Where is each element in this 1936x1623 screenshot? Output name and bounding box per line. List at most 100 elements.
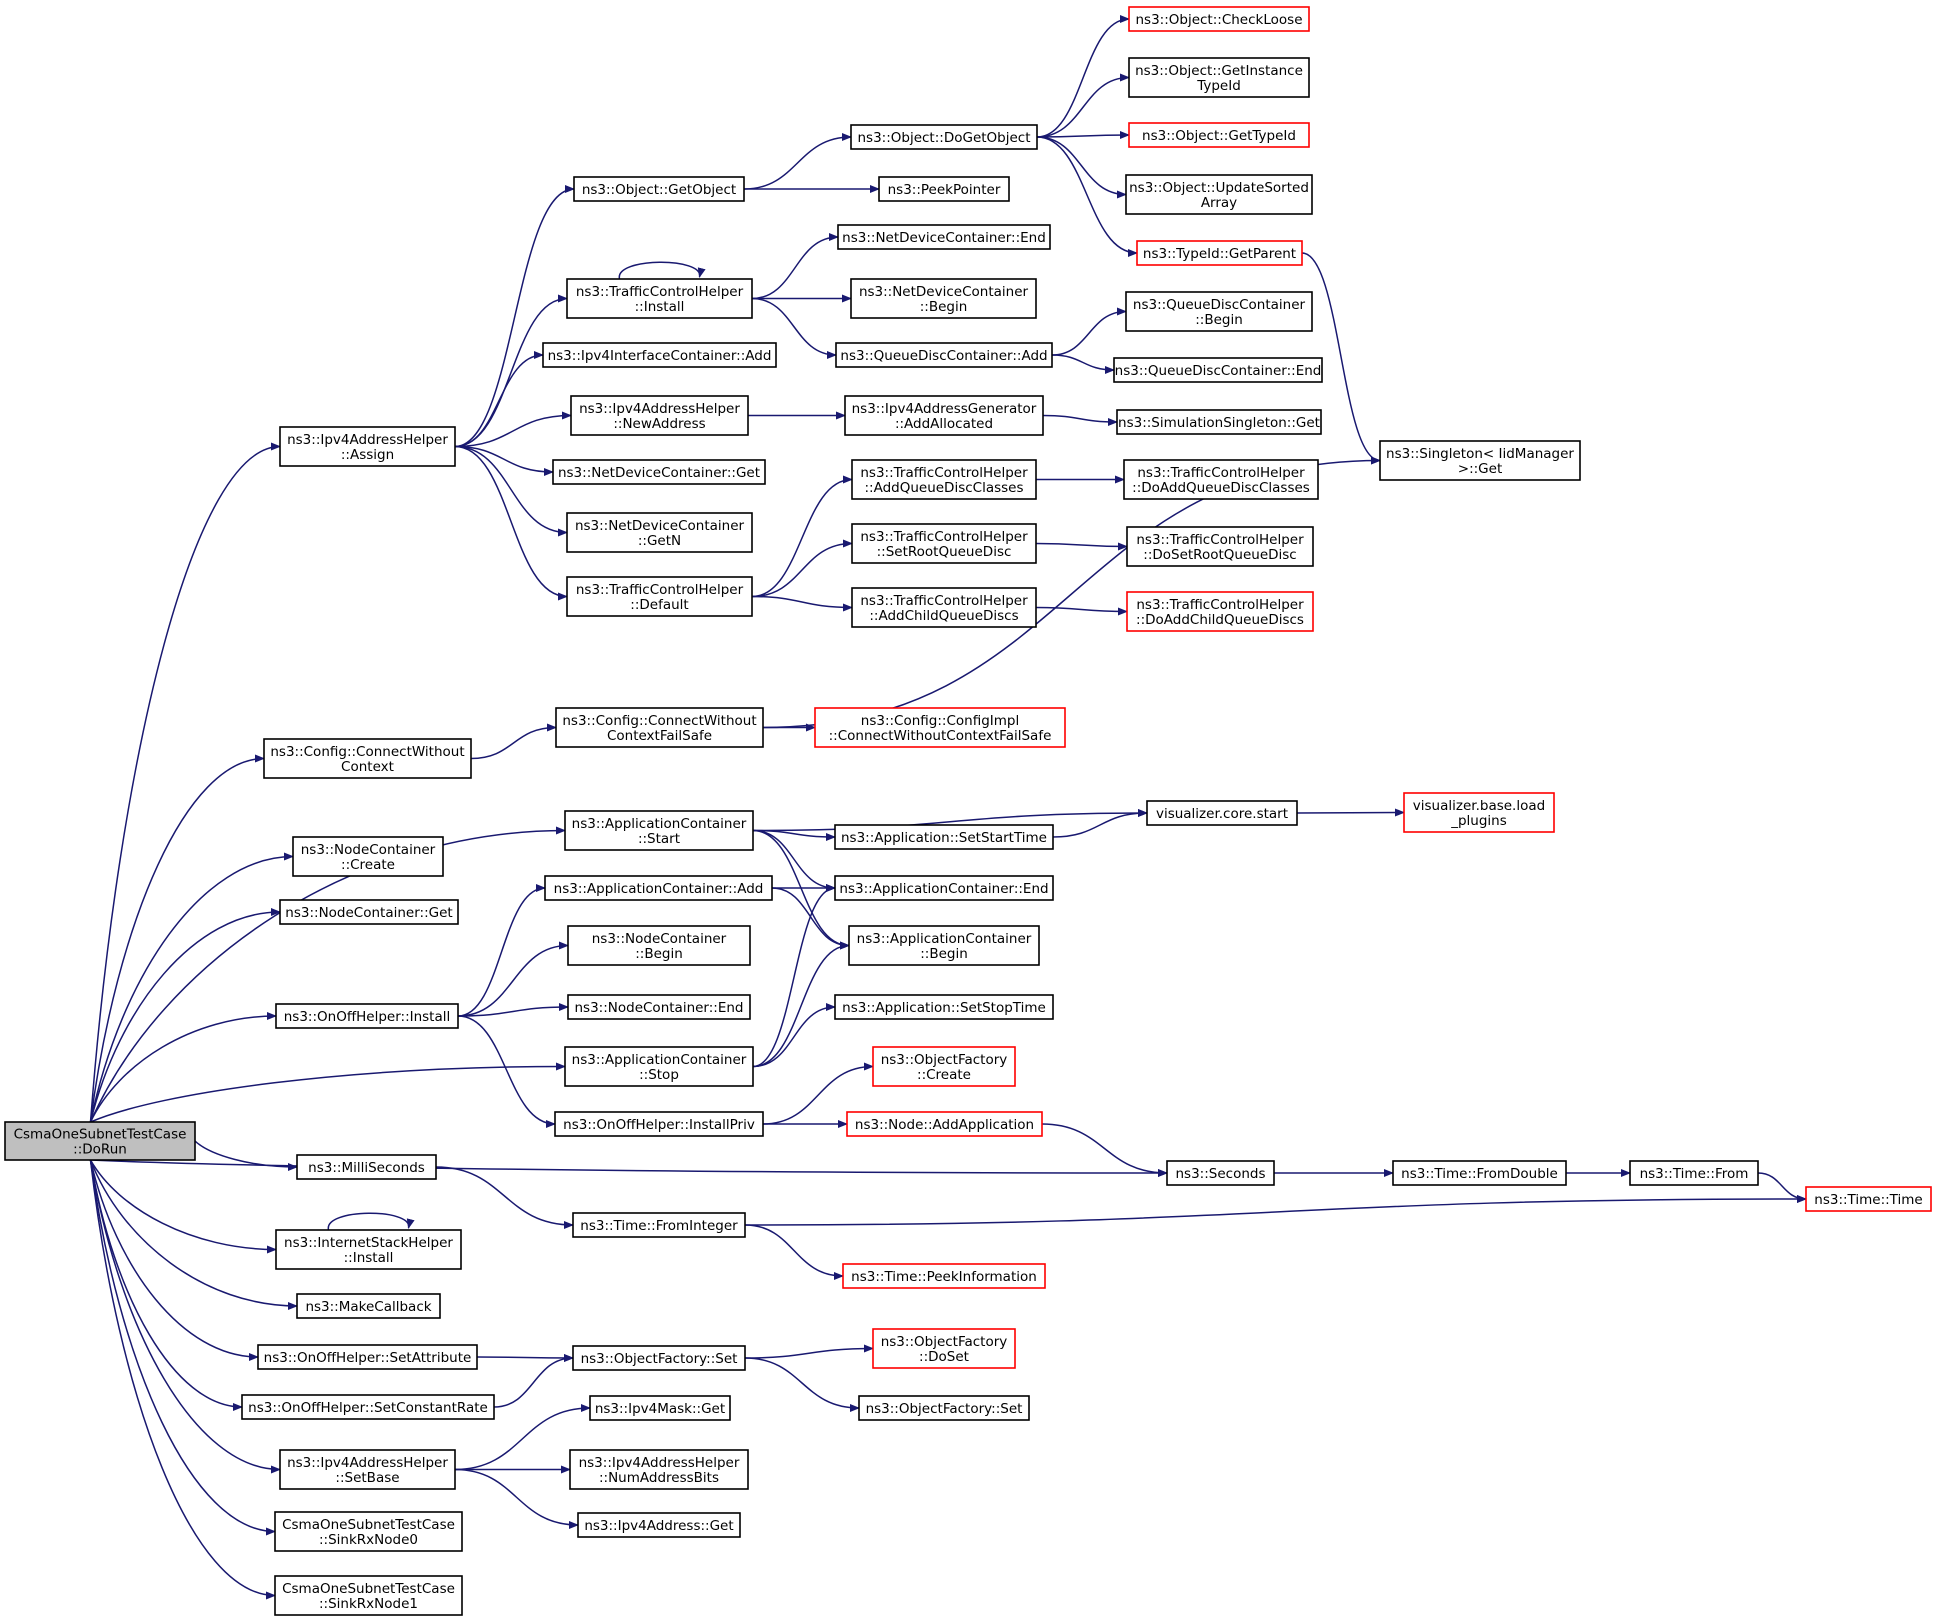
node-label-line: CsmaOneSubnetTestCase [282,1581,455,1597]
node-box [279,899,459,925]
node-onoff-install[interactable]: ns3::OnOffHelper::Install [275,1003,459,1029]
node-objfactory-doset[interactable]: ns3::ObjectFactory::DoSet [872,1328,1016,1369]
node-singleton-get[interactable]: ns3::Singleton< IidManager >::Get [1379,440,1581,481]
node-ish-install[interactable]: ns3::InternetStackHelper::Install [275,1229,462,1270]
node-object-getobject[interactable]: ns3::Object::GetObject [573,176,745,202]
node-ac-start[interactable]: ns3::ApplicationContainer::Start [564,810,754,851]
node-ipv4address-get[interactable]: ns3::Ipv4Address::Get [577,1512,741,1538]
node-time-peekinfo[interactable]: ns3::Time::PeekInformation [842,1263,1046,1289]
node-box [834,875,1054,901]
node-objfactory-create[interactable]: ns3::ObjectFactory::Create [872,1046,1016,1087]
node-ac-end[interactable]: ns3::ApplicationContainer::End [834,875,1054,901]
node-vis-core-start[interactable]: visualizer.core.start [1146,800,1298,826]
node-qdc-add[interactable]: ns3::QueueDiscContainer::Add [835,342,1053,368]
node-typeid-getparent[interactable]: ns3::TypeId::GetParent [1136,240,1303,266]
node-label-line: _plugins [1450,813,1507,829]
node-box [844,395,1044,436]
edge-objfactory_set-to-objfactory_doset [744,1344,874,1359]
node-label-line: ::Stop [639,1067,679,1083]
edge-tch_addchild-to-tch_doaddchild [1035,606,1128,616]
edge-root-to-seconds [90,1159,1168,1177]
node-sink0[interactable]: CsmaOneSubnetTestCase::SinkRxNode0 [274,1511,463,1552]
node-ndc-end[interactable]: ns3::NetDeviceContainer::End [837,224,1051,250]
node-ipv4mask-get[interactable]: ns3::Ipv4Mask::Get [589,1395,731,1421]
node-connect-without-context[interactable]: ns3::Config::ConnectWithoutContext [263,738,472,779]
node-ipv4-newaddress[interactable]: ns3::Ipv4AddressHelper::NewAddress [570,395,749,436]
node-onoff-setrate[interactable]: ns3::OnOffHelper::SetConstantRate [241,1394,495,1420]
node-configimpl-connect[interactable]: ns3::Config::ConfigImpl::ConnectWithoutC… [814,707,1066,748]
node-qdc-begin[interactable]: ns3::QueueDiscContainer::Begin [1125,291,1313,332]
node-label-line: ns3::ApplicationContainer::End [839,881,1048,897]
node-tch-doaddchild[interactable]: ns3::TrafficControlHelper::DoAddChildQue… [1126,591,1314,632]
edge-root-to-make_callback [89,1159,298,1310]
node-label-line: ns3::InternetStackHelper [284,1235,453,1251]
node-box [542,342,777,368]
node-box [567,994,751,1020]
node-peekpointer[interactable]: ns3::PeekPointer [878,176,1010,202]
node-time-frominteger[interactable]: ns3::Time::FromInteger [572,1212,746,1238]
node-objfactory-set2[interactable]: ns3::ObjectFactory::Set [858,1395,1030,1421]
node-tch-addchild[interactable]: ns3::TrafficControlHelper::AddChildQueue… [851,587,1037,628]
node-label-line: ns3::TrafficControlHelper [860,529,1028,545]
node-onoff-installpriv[interactable]: ns3::OnOffHelper::InstallPriv [554,1111,764,1137]
node-ndc-begin[interactable]: ns3::NetDeviceContainer::Begin [850,278,1037,319]
node-app-setstarttime[interactable]: ns3::Application::SetStartTime [834,824,1054,850]
node-ndc-getn[interactable]: ns3::NetDeviceContainer::GetN [566,512,753,553]
node-connect-failsafe[interactable]: ns3::Config::ConnectWithoutContextFailSa… [555,707,764,748]
node-box [279,1449,456,1490]
node-box [837,224,1051,250]
node-tch-dosetroot[interactable]: ns3::TrafficControlHelper::DoSetRootQueu… [1126,526,1314,567]
node-time-fromdouble[interactable]: ns3::Time::FromDouble [1392,1160,1567,1186]
node-ndc-get[interactable]: ns3::NetDeviceContainer::Get [552,459,766,485]
node-box [1136,240,1303,266]
node-label-line: ns3::Node::AddApplication [855,1117,1034,1133]
node-node-addapp[interactable]: ns3::Node::AddApplication [846,1111,1043,1137]
node-time-time[interactable]: ns3::Time::Time [1805,1186,1932,1212]
node-ipv4-numaddressbits[interactable]: ns3::Ipv4AddressHelper::NumAddressBits [569,1449,749,1490]
node-box [878,176,1010,202]
node-ipv4gen-addallocated[interactable]: ns3::Ipv4AddressGenerator::AddAllocated [844,395,1044,436]
node-object-gettypeid[interactable]: ns3::Object::GetTypeId [1128,122,1310,148]
node-label-line: ns3::Time::FromInteger [580,1218,738,1234]
node-seconds[interactable]: ns3::Seconds [1166,1160,1275,1186]
node-make-callback[interactable]: ns3::MakeCallback [296,1293,441,1319]
node-nc-create[interactable]: ns3::NodeContainer::Create [292,836,444,877]
node-nc-end[interactable]: ns3::NodeContainer::End [567,994,751,1020]
node-label-line: ns3::Config::ConfigImpl [861,713,1019,729]
edge-onoff_installpriv-to-objfactory_create [762,1062,874,1125]
node-millis[interactable]: ns3::MilliSeconds [296,1154,437,1180]
node-label-line: ns3::PeekPointer [888,182,1001,198]
node-ipv4-assign[interactable]: ns3::Ipv4AddressHelper::Assign [279,426,456,467]
node-tch-install[interactable]: ns3::TrafficControlHelper::Install [566,278,753,319]
node-onoff-setattr[interactable]: ns3::OnOffHelper::SetAttribute [257,1344,478,1370]
node-object-checkloose[interactable]: ns3::Object::CheckLoose [1128,6,1310,32]
edge-ipv4_assign-to-object_getobject [454,185,575,448]
node-time-from[interactable]: ns3::Time::From [1629,1160,1759,1186]
node-ac-stop[interactable]: ns3::ApplicationContainer::Stop [564,1046,754,1087]
node-sink1[interactable]: CsmaOneSubnetTestCase::SinkRxNode1 [274,1575,463,1616]
node-box [292,836,444,877]
node-tch-doaddqdclasses[interactable]: ns3::TrafficControlHelper::DoAddQueueDis… [1123,459,1319,500]
node-ipv4-setbase[interactable]: ns3::Ipv4AddressHelper::SetBase [279,1449,456,1490]
node-app-setstoptime[interactable]: ns3::Application::SetStopTime [834,994,1054,1020]
node-ac-add[interactable]: ns3::ApplicationContainer::Add [544,875,773,901]
node-tch-setroot[interactable]: ns3::TrafficControlHelper::SetRootQueueD… [851,523,1037,564]
node-label-line: ns3::Ipv4InterfaceContainer::Add [548,348,772,364]
node-objfactory-set[interactable]: ns3::ObjectFactory::Set [572,1345,746,1371]
node-simsingleton-get[interactable]: ns3::SimulationSingleton::Get [1116,409,1322,435]
node-nc-begin[interactable]: ns3::NodeContainer::Begin [567,925,751,966]
node-root[interactable]: CsmaOneSubnetTestCase::DoRun [4,1121,196,1161]
node-nc-get[interactable]: ns3::NodeContainer::Get [279,899,459,925]
node-ipv4ic-add[interactable]: ns3::Ipv4InterfaceContainer::Add [542,342,777,368]
node-label-line: ns3::ObjectFactory::Set [866,1401,1023,1417]
node-tch-addqdclasses[interactable]: ns3::TrafficControlHelper::AddQueueDiscC… [851,459,1037,500]
node-ac-begin[interactable]: ns3::ApplicationContainer::Begin [848,925,1040,966]
node-vis-base-load[interactable]: visualizer.base.load_plugins [1403,792,1555,833]
node-qdc-end[interactable]: ns3::QueueDiscContainer::End [1113,357,1323,383]
node-object-dogetobject[interactable]: ns3::Object::DoGetObject [850,124,1038,150]
node-box [872,1046,1016,1087]
node-tch-default[interactable]: ns3::TrafficControlHelper::Default [566,576,753,617]
node-label-line: ::SetRootQueueDisc [877,544,1012,560]
